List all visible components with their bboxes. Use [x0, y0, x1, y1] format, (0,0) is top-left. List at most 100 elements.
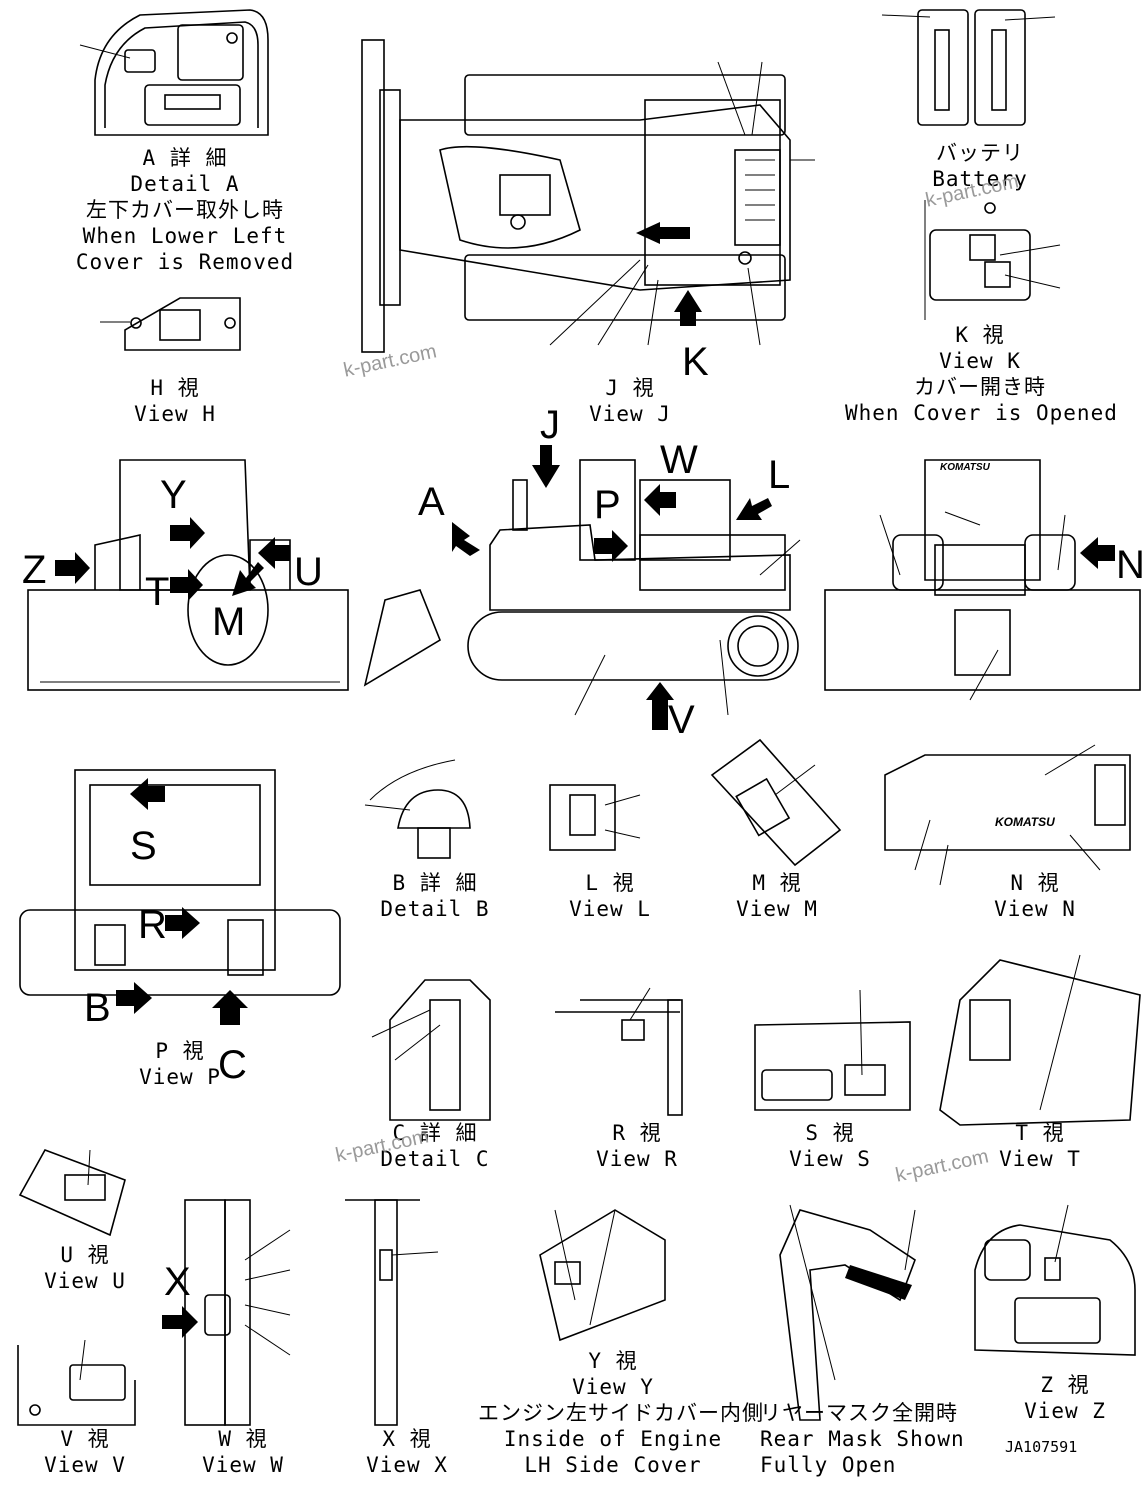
label-detail-c: C 詳 細 Detail C: [380, 1120, 490, 1172]
label-line: View M: [736, 897, 818, 921]
label-line: U 視: [60, 1243, 110, 1267]
label-line: View T: [999, 1147, 1081, 1171]
label-line: View N: [994, 897, 1076, 921]
label-view-t: T 視 View T: [985, 1120, 1095, 1172]
label-line: Detail B: [380, 897, 490, 921]
view-r-drawing: [555, 987, 683, 1116]
label-view-x: X 視 View X: [352, 1426, 462, 1478]
callout-a: A: [418, 480, 445, 524]
callout-y: Y: [160, 473, 187, 517]
callout-r: R: [138, 903, 167, 947]
label-view-l: L 視 View L: [555, 870, 665, 922]
label-battery: バッテリ Battery: [920, 140, 1040, 192]
view-s-drawing: [754, 989, 911, 1111]
callout-l: L: [768, 453, 791, 497]
komatsu-mark-rear: KOMATSU: [940, 462, 990, 473]
label-line: P 視: [155, 1039, 205, 1063]
side-view-drawing: [363, 445, 801, 730]
callout-p: P: [594, 483, 621, 527]
label-line: View K: [939, 349, 1021, 373]
label-line: View J: [589, 402, 671, 426]
label-view-y: Y 視 View Y エンジン左サイドカバー内側 Inside of Engin…: [478, 1348, 764, 1478]
label-line: Cover is Removed: [75, 250, 295, 274]
detail-c-drawing: [371, 979, 491, 1121]
callout-c: C: [218, 1043, 247, 1087]
label-line: View R: [596, 1147, 678, 1171]
view-k-drawing: [924, 200, 1061, 320]
label-line: When Lower Left: [82, 224, 288, 248]
label-line: N 視: [1010, 871, 1060, 895]
label-rear-mask: リヤーマスク全開時 Rear Mask Shown Fully Open: [760, 1400, 964, 1478]
label-line: View X: [366, 1453, 448, 1477]
label-view-r: R 視 View R: [582, 1120, 692, 1172]
label-line: View P: [139, 1065, 221, 1089]
rear-view-drawing: [824, 459, 1141, 701]
callout-v: V: [668, 698, 695, 742]
label-view-n: N 視 View N: [980, 870, 1090, 922]
label-line: A 詳 細: [142, 146, 228, 170]
label-line: View Y: [572, 1375, 654, 1399]
view-z-drawing: [974, 1204, 1136, 1356]
komatsu-mark-view-n: KOMATSU: [995, 815, 1055, 829]
label-line: Detail A: [130, 172, 240, 196]
label-line: リヤーマスク全開時: [760, 1401, 958, 1425]
callout-k: K: [682, 340, 709, 384]
view-n-drawing: [884, 744, 1131, 886]
label-line: S 視: [805, 1121, 855, 1145]
callout-t: T: [145, 570, 170, 614]
callout-n: N: [1116, 543, 1145, 587]
callout-x: X: [164, 1260, 191, 1304]
label-line: T 視: [1015, 1121, 1065, 1145]
view-v-drawing: [17, 1339, 136, 1426]
detail-a-drawing: [79, 9, 269, 136]
label-line: L 視: [585, 871, 635, 895]
label-detail-b: B 詳 細 Detail B: [380, 870, 490, 922]
label-view-m: M 視 View M: [722, 870, 832, 922]
label-line: K 視: [955, 323, 1005, 347]
callout-z: Z: [22, 548, 47, 592]
label-line: V 視: [60, 1427, 110, 1451]
label-line: R 視: [612, 1121, 662, 1145]
label-view-k: K 視 View K カバー開き時 When Cover is Opened: [845, 322, 1118, 426]
label-line: LH Side Cover: [524, 1453, 702, 1477]
label-line: View Z: [1024, 1399, 1106, 1423]
callout-b: B: [84, 986, 111, 1030]
front-view-drawing: [27, 459, 349, 691]
label-line: View U: [44, 1269, 126, 1293]
label-view-w: W 視 View W: [188, 1426, 298, 1478]
label-line: Y 視: [588, 1349, 638, 1373]
label-view-z: Z 視 View Z: [1010, 1372, 1120, 1424]
rear-mask-drawing: [779, 1204, 916, 1421]
view-j-drawing: [361, 39, 815, 353]
label-line: バッテリ: [936, 141, 1024, 165]
view-m-drawing: [710, 738, 842, 867]
label-line: H 視: [150, 376, 200, 400]
label-line: Detail C: [380, 1147, 490, 1171]
label-line: 左下カバー取外し時: [86, 198, 284, 222]
callout-j: J: [540, 403, 560, 447]
label-line: Battery: [932, 167, 1028, 191]
label-line: B 詳 細: [392, 871, 478, 895]
detail-b-drawing: [364, 759, 471, 859]
label-line: Inside of Engine: [503, 1427, 723, 1451]
label-line: X 視: [382, 1427, 432, 1451]
view-t-drawing: [939, 954, 1141, 1126]
label-line: Z 視: [1040, 1373, 1090, 1397]
view-p-drawing: [19, 769, 341, 1025]
view-w-drawing: [162, 1199, 291, 1426]
label-view-u: U 視 View U: [30, 1242, 140, 1294]
label-line: M 視: [752, 871, 802, 895]
label-line: View H: [134, 402, 216, 426]
label-view-v: V 視 View V: [30, 1426, 140, 1478]
view-u-drawing: [18, 1149, 126, 1237]
label-line: カバー開き時: [914, 375, 1046, 399]
battery-drawing: [881, 9, 1056, 126]
callout-u: U: [294, 550, 323, 594]
label-line: When Cover is Opened: [845, 401, 1118, 425]
label-line: エンジン左サイドカバー内側: [478, 1401, 764, 1425]
label-line: C 詳 細: [392, 1121, 478, 1145]
callout-s: S: [130, 824, 157, 868]
label-line: View S: [789, 1147, 871, 1171]
